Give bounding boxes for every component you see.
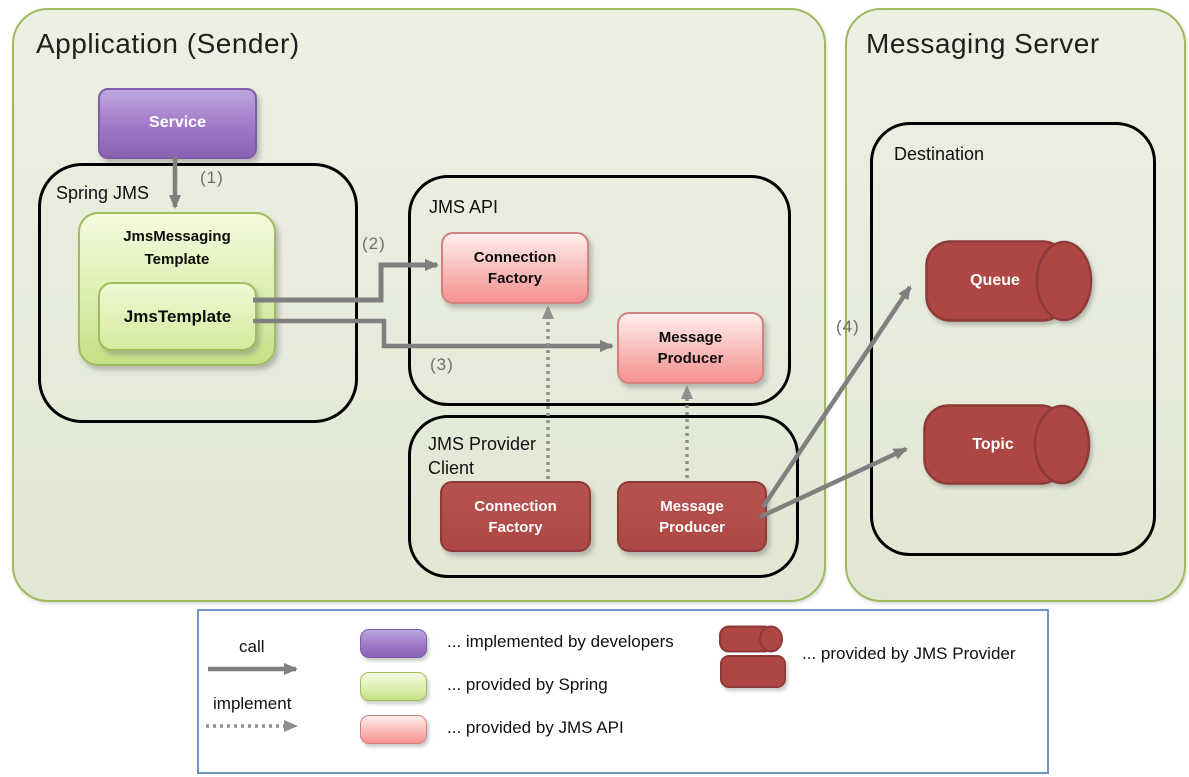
topic-cylinder: Topic (923, 404, 1091, 485)
jms-api-label: JMS API (429, 197, 499, 217)
legend-swatch-dark-rect (720, 655, 786, 688)
step-3-label: (3) (430, 355, 454, 374)
legend-item-text-jms-api: ... provided by JMS API (447, 718, 624, 737)
destination-group (870, 122, 1156, 556)
legend-panel: call implement ... implemented by develo… (197, 609, 1049, 774)
legend-swatch-provided-by-spring (360, 672, 427, 701)
legend-swatch-provided-by-jms-api (360, 715, 427, 744)
jms-messaging-template-label: JmsMessaging Template (123, 228, 231, 268)
step-4-label: (4) (836, 317, 860, 336)
topic-cylinder-shape (923, 404, 1091, 485)
jms-provider-client-label: JMS Provider Client (428, 434, 537, 479)
application-panel-title: Application (Sender) (36, 28, 300, 59)
spring-jms-label: Spring JMS (56, 183, 150, 203)
jms-template-box: JmsTemplate (98, 282, 257, 351)
legend-item-text-jms-provider: ... provided by JMS Provider (802, 644, 1016, 663)
message-producer-api-box: Message Producer (617, 312, 764, 384)
destination-label: Destination (894, 144, 985, 164)
connection-factory-provider-box: Connection Factory (440, 481, 591, 552)
queue-cylinder: Queue (925, 240, 1093, 322)
service-box: Service (98, 88, 257, 159)
step-1-label: (1) (200, 168, 224, 187)
connection-factory-api-box: Connection Factory (441, 232, 589, 304)
legend-swatch-implemented-by-developers (360, 629, 427, 658)
messaging-server-title: Messaging Server (866, 28, 1100, 59)
topic-label: Topic (972, 435, 1014, 453)
legend-item-text-spring: ... provided by Spring (447, 675, 608, 694)
step-2-label: (2) (362, 234, 386, 253)
queue-label: Queue (970, 272, 1020, 289)
legend-swatch-cylinder (719, 625, 783, 653)
message-producer-provider-box: Message Producer (617, 481, 767, 552)
legend-call-label: call (239, 637, 265, 656)
legend-implement-label: implement (213, 694, 292, 713)
legend-item-text-developers: ... implemented by developers (447, 632, 674, 651)
queue-cylinder-shape (925, 240, 1093, 322)
